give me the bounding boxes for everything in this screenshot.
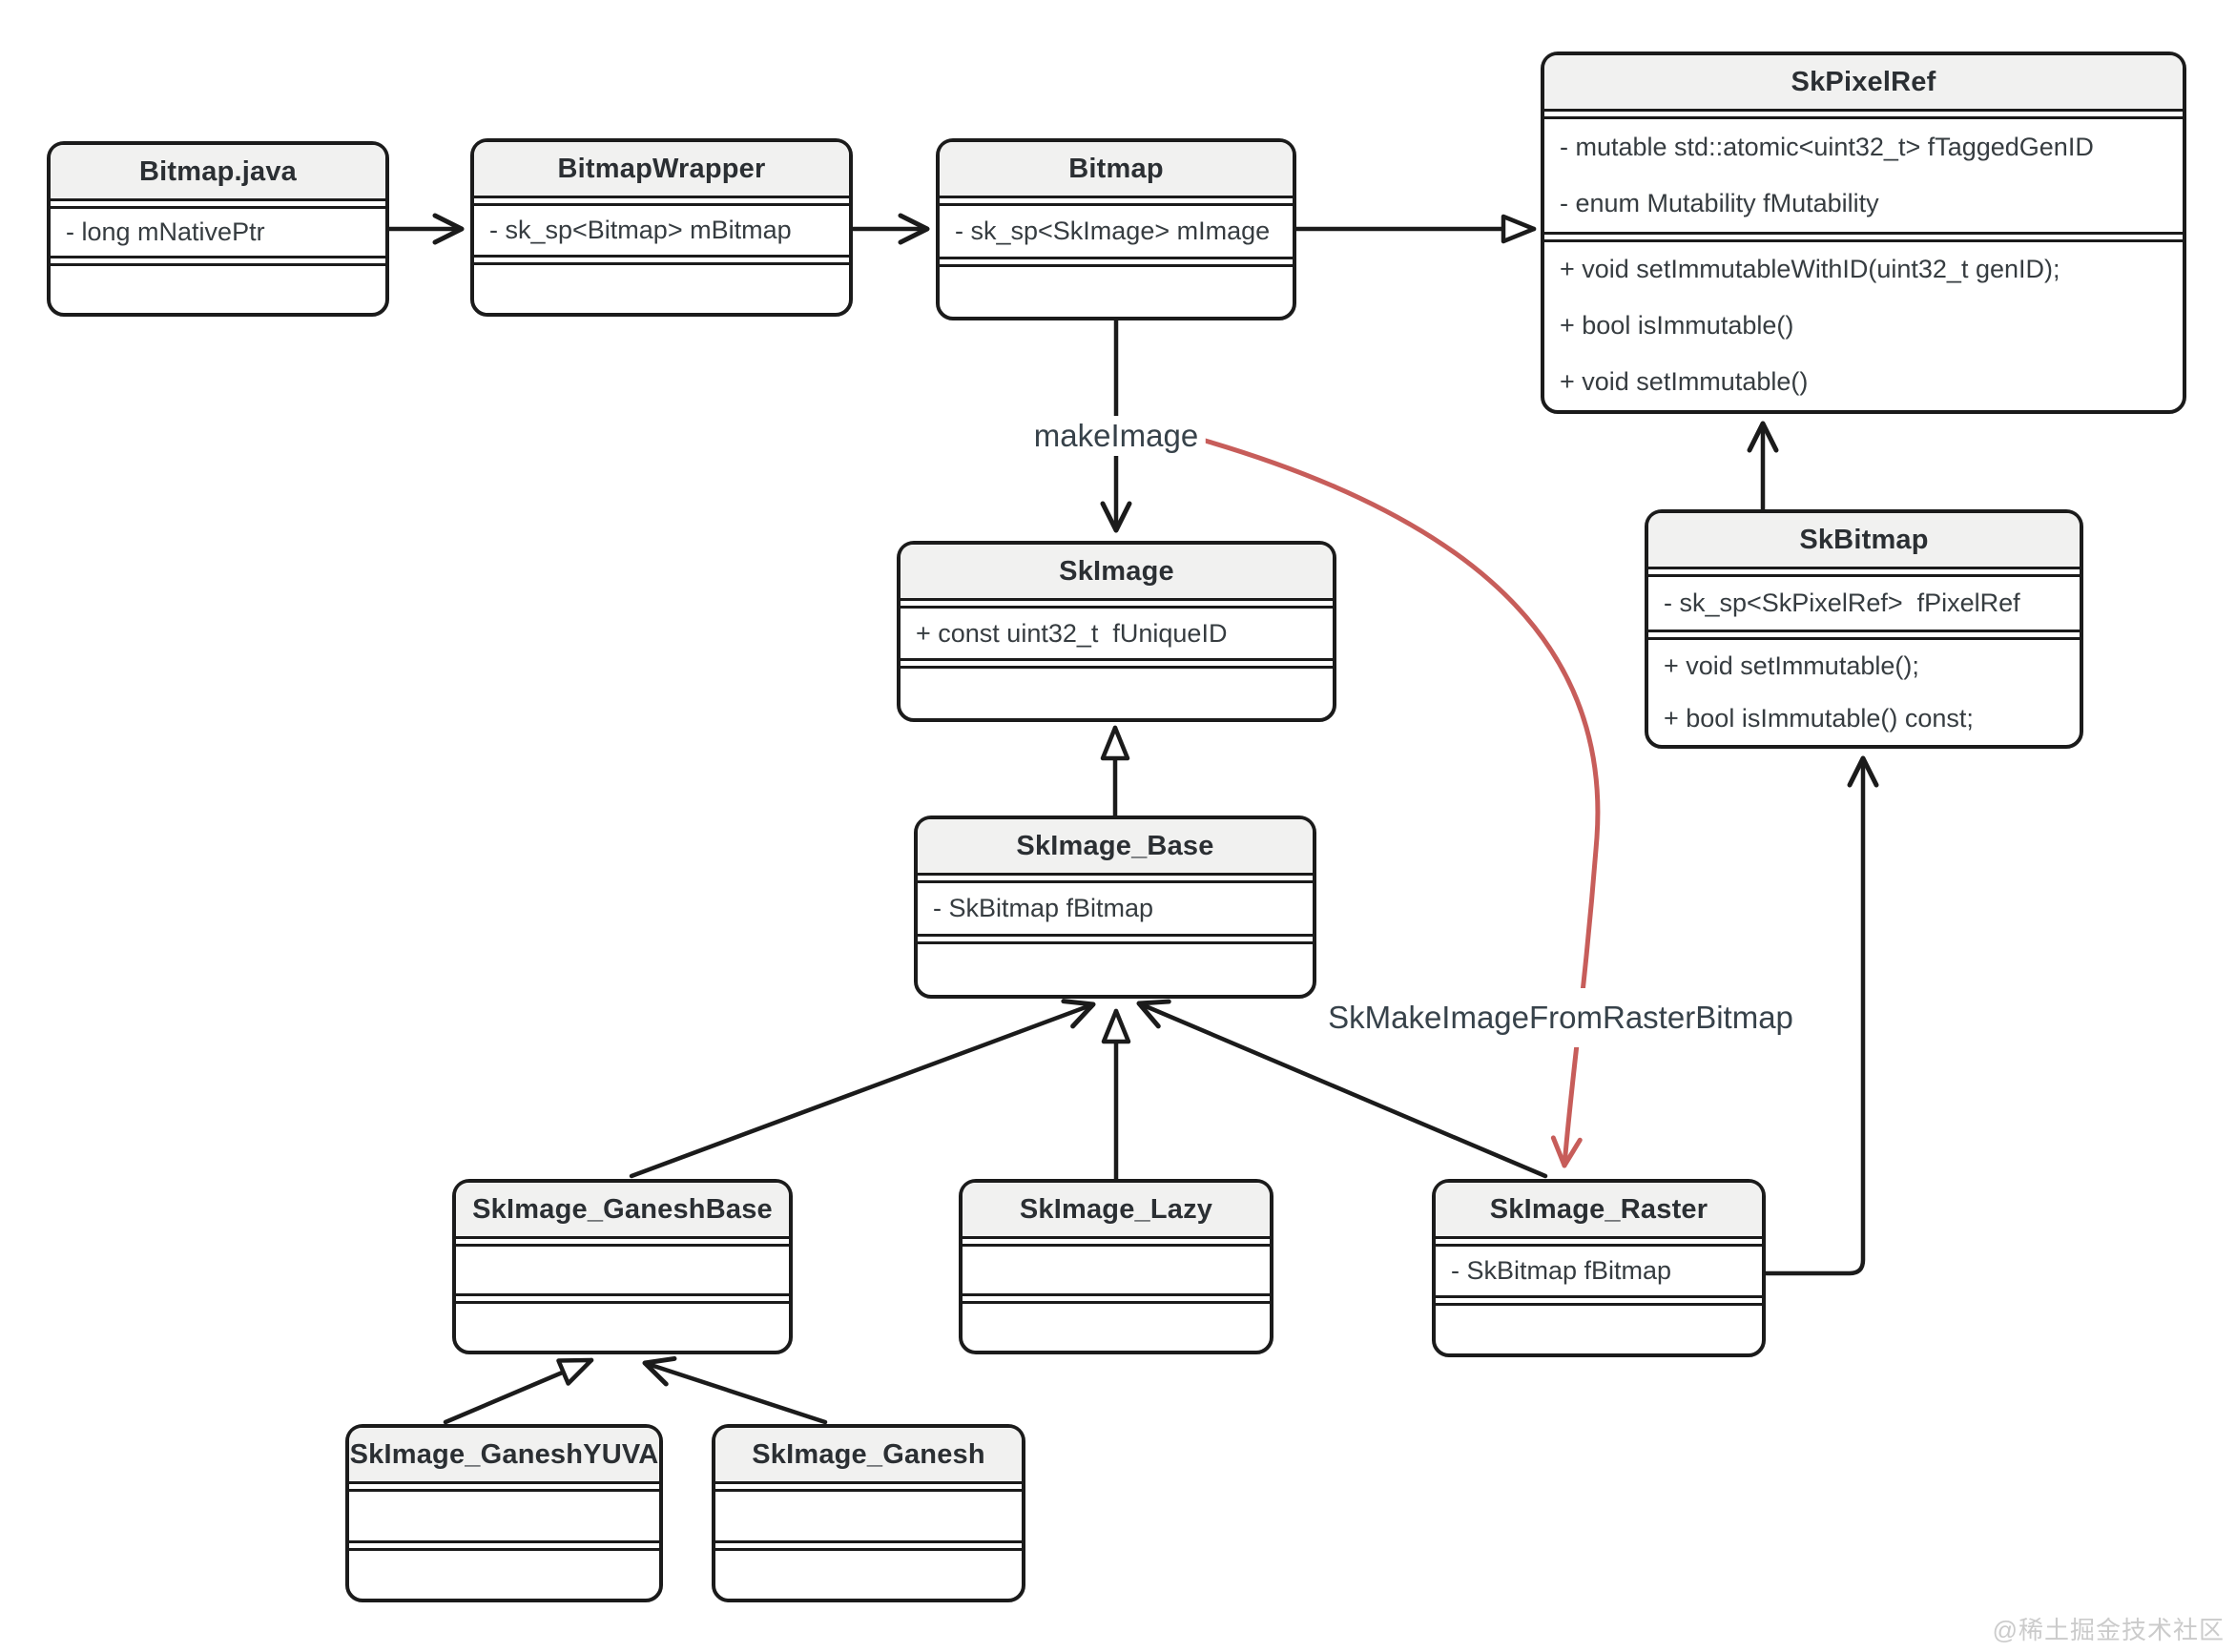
class-box-skimage-base: SkImage_Base - SkBitmap fBitmap [914,816,1316,999]
section-divider [1544,231,2183,242]
class-box-skimage-ganeshyuva: SkImage_GaneshYUVA [345,1424,663,1602]
section-divider [901,598,1333,609]
class-title-bitmap-java: Bitmap.java [51,145,385,198]
section-divider [918,934,1313,944]
arrow-ganeshbase-to-skimagebase [629,999,1096,1179]
class-method: + bool isImmutable() [1560,311,1794,341]
class-method: + bool isImmutable() const; [1664,704,1974,733]
class-attribute: - SkBitmap fBitmap [1451,1255,1672,1285]
section-divider [940,196,1293,206]
section-divider [1436,1236,1762,1247]
section-divider [1648,567,2080,577]
class-box-skbitmap: SkBitmap - sk_sp<SkPixelRef> fPixelRef +… [1645,509,2083,749]
arrow-ganeshyuva-to-ganeshbase [443,1357,594,1425]
class-method: + void setImmutable() [1560,367,1809,397]
section-divider [918,873,1313,883]
class-attribute: - sk_sp<SkImage> mImage [955,216,1271,245]
section-divider [963,1236,1270,1247]
arrow-makeimage-to-raster-highlight [1192,435,1601,1168]
class-attribute: - mutable std::atomic<uint32_t> fTaggedG… [1560,132,2094,161]
edge-label-makeimage: makeImage [1025,416,1207,456]
arrow-raster-to-skimagebase [1136,999,1548,1179]
class-box-bitmap-wrapper: BitmapWrapper - sk_sp<Bitmap> mBitmap [470,138,853,317]
class-attribute: + const uint32_t fUniqueID [916,618,1228,648]
section-divider [349,1539,659,1551]
class-title-skimage-ganeshbase: SkImage_GaneshBase [456,1183,789,1236]
class-box-skpixelref: SkPixelRef - mutable std::atomic<uint32_… [1541,52,2186,414]
section-divider [456,1293,789,1304]
class-box-skimage-ganeshbase: SkImage_GaneshBase [452,1179,793,1354]
class-box-skimage-ganesh: SkImage_Ganesh [712,1424,1025,1602]
class-method: + void setImmutable(); [1664,651,1919,680]
class-title-skimage-raster: SkImage_Raster [1436,1183,1762,1236]
class-title-skbitmap: SkBitmap [1648,513,2080,567]
section-divider [940,256,1293,267]
class-title-skimage: SkImage [901,545,1333,598]
class-title-skimage-ganeshyuva: SkImage_GaneshYUVA [349,1428,659,1481]
class-title-skimage-ganesh: SkImage_Ganesh [715,1428,1022,1481]
watermark-text: @稀土掘金技术社区 [1992,1616,2225,1644]
class-title-bitmap: Bitmap [940,142,1293,196]
section-divider [51,198,385,209]
section-divider [474,196,849,206]
class-box-skimage: SkImage + const uint32_t fUniqueID [897,541,1336,722]
class-box-skimage-lazy: SkImage_Lazy [959,1179,1273,1354]
section-divider [51,256,385,266]
section-divider [1436,1294,1762,1306]
section-divider [715,1481,1022,1492]
class-title-skimage-base: SkImage_Base [918,819,1313,873]
section-divider [474,254,849,265]
section-divider [1648,630,2080,640]
section-divider [901,658,1333,669]
class-title-bitmap-wrapper: BitmapWrapper [474,142,849,196]
section-divider [349,1481,659,1492]
class-method: + void setImmutableWithID(uint32_t genID… [1560,255,2060,284]
section-divider [456,1236,789,1247]
class-attribute: - long mNativePtr [66,217,265,246]
class-title-skimage-lazy: SkImage_Lazy [963,1183,1270,1236]
class-title-skpixelref: SkPixelRef [1544,55,2183,109]
class-attribute: - SkBitmap fBitmap [933,894,1154,922]
arrow-ganesh-to-ganeshbase [642,1355,828,1425]
class-attribute: - enum Mutability fMutability [1560,188,1879,217]
class-box-skimage-raster: SkImage_Raster - SkBitmap fBitmap [1432,1179,1766,1357]
arrow-raster-to-skbitmap [1763,755,1879,1276]
class-attribute: - sk_sp<Bitmap> mBitmap [489,215,792,244]
section-divider [963,1293,1270,1304]
class-box-bitmap-java: Bitmap.java - long mNativePtr [47,141,389,317]
class-box-bitmap: Bitmap - sk_sp<SkImage> mImage [936,138,1296,320]
edge-label-skmakeimagefromrasterbitmap: SkMakeImageFromRasterBitmap [1316,988,1805,1047]
section-divider [1544,109,2183,119]
class-attribute: - sk_sp<SkPixelRef> fPixelRef [1664,589,2020,617]
section-divider [715,1539,1022,1551]
